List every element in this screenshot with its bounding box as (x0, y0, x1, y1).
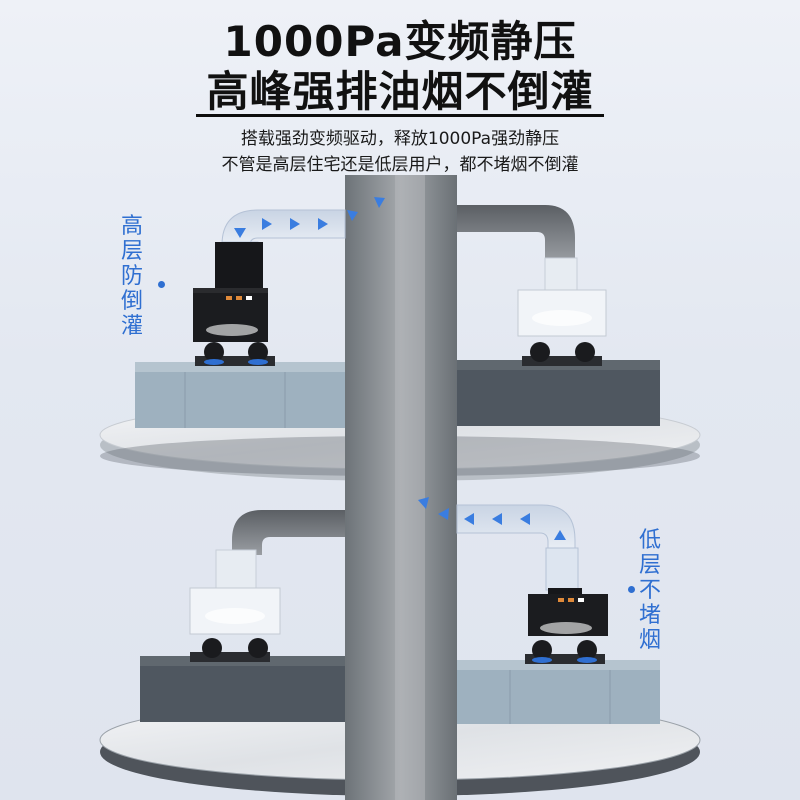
lower-right-counter (455, 640, 660, 724)
lower-right-duct (418, 497, 579, 591)
headline-line-1: 1000Pa变频静压 (223, 17, 577, 66)
airflow-arrows-upper (234, 197, 385, 238)
lower-right-range-hood (528, 588, 608, 636)
high-floor-label: 高层防倒灌 (120, 214, 143, 339)
lower-left-counter (140, 638, 345, 722)
subtitle-line-2: 不管是高层住宅还是低层用户，都不堵烟不倒灌 (221, 155, 579, 175)
subtitle-line-1: 搭载强劲变频驱动，释放1000Pa强劲静压 (240, 129, 560, 149)
upper-right-counter (455, 342, 660, 426)
upper-right-duct (457, 205, 578, 291)
low-floor-label: 低层不堵烟 (638, 528, 661, 653)
upper-right-range-hood (517, 289, 607, 337)
lower-left-range-hood (189, 587, 281, 635)
upper-left-counter (135, 342, 345, 428)
headline-underline (196, 114, 604, 117)
low-floor-dot (628, 586, 635, 593)
high-floor-dot (158, 281, 165, 288)
headline-line-2: 高峰强排油烟不倒灌 (206, 67, 594, 116)
upper-left-range-hood (193, 242, 268, 342)
lower-left-duct (215, 510, 345, 591)
airflow-arrows-lower (418, 497, 566, 540)
